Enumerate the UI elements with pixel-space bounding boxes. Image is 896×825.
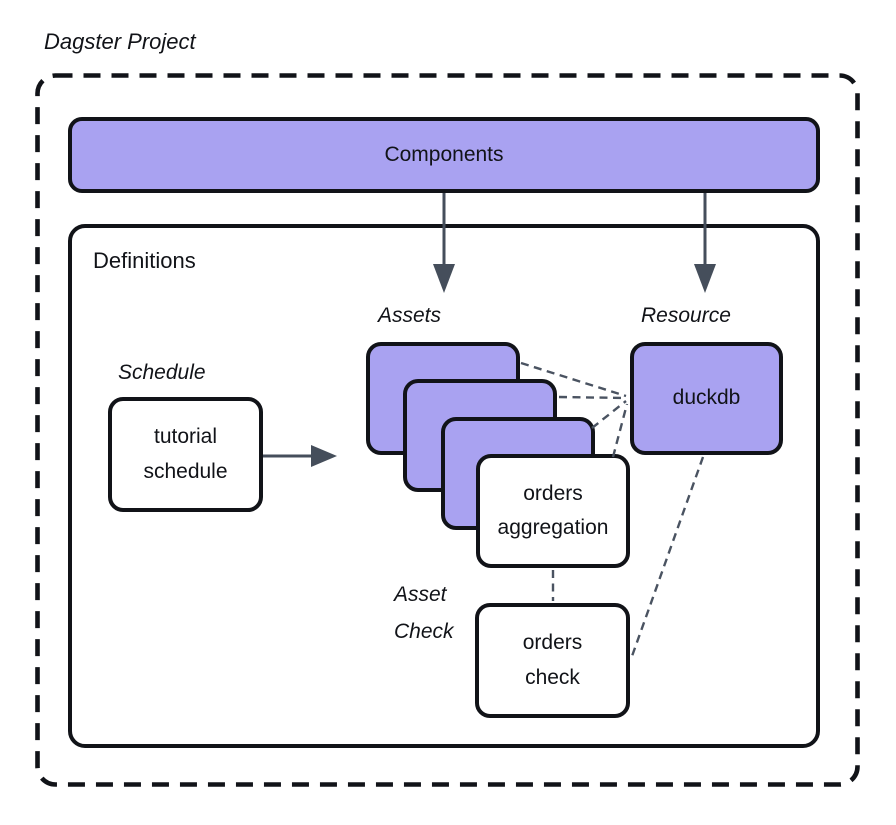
orders-aggregation-node: orders aggregation <box>476 454 630 568</box>
orders-aggregation-label: orders aggregation <box>497 481 609 539</box>
duckdb-node: duckdb <box>630 342 783 455</box>
duckdb-label: duckdb <box>672 386 741 410</box>
tutorial-schedule-node: tutorial schedule <box>108 397 263 512</box>
schedule-section-label: Schedule <box>118 361 206 384</box>
diagram-title: Dagster Project <box>44 29 196 54</box>
resource-section-label: Resource <box>641 304 731 327</box>
definitions-label: Definitions <box>93 248 196 273</box>
tutorial-schedule-label: tutorial schedule <box>143 425 228 483</box>
orders-check-node: orders check <box>475 603 630 718</box>
assets-section-label: Assets <box>378 304 442 327</box>
asset-check-section-label: Asset Check <box>394 583 454 643</box>
components-label: Components <box>384 143 504 166</box>
components-bar: Components <box>68 117 820 193</box>
orders-check-label: orders check <box>522 631 583 689</box>
